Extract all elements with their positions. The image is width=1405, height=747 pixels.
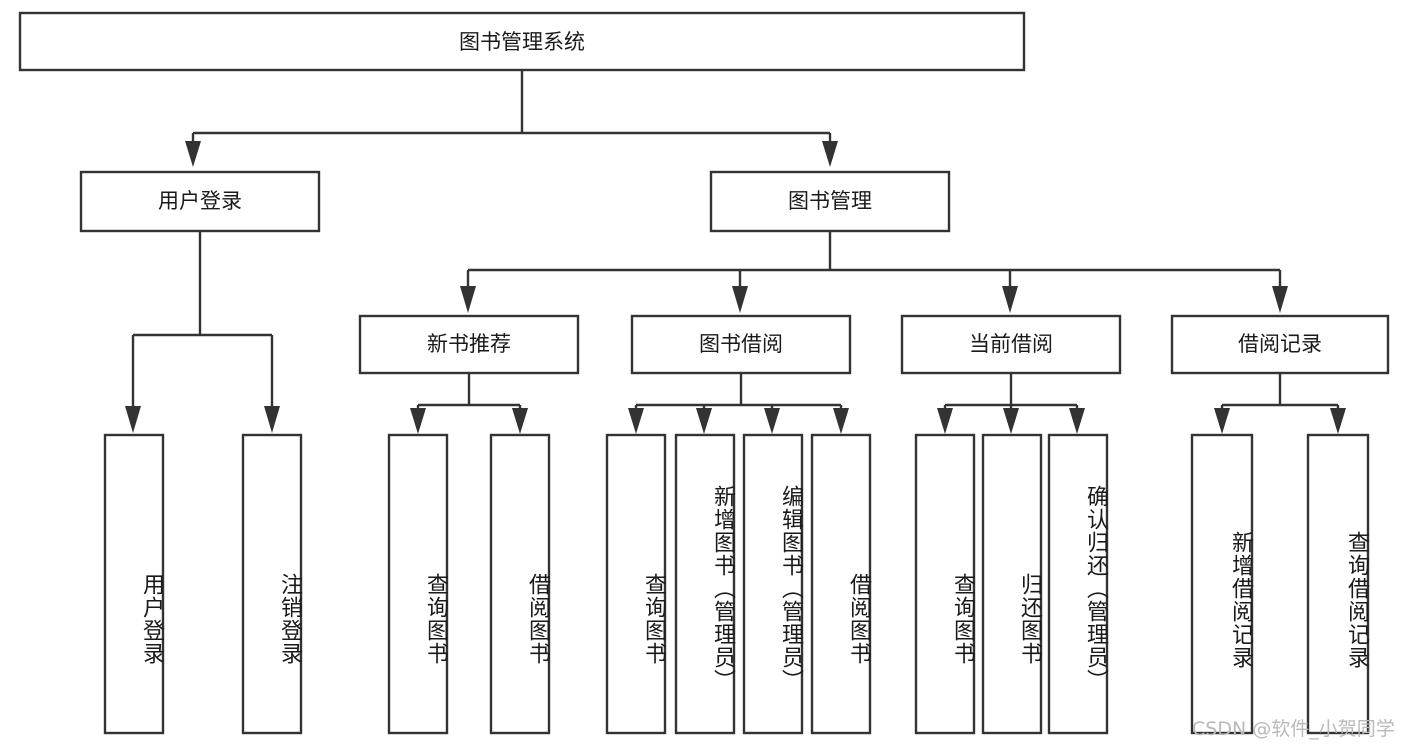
- arrow-head-cb-leaf-1: [937, 408, 953, 434]
- leaf-box-book-borrow-2[interactable]: [674, 433, 736, 735]
- arrow-head-br-leaf-1: [1214, 408, 1230, 434]
- leaf-label-book-borrow-2: 新增图书（管理员）: [710, 484, 735, 692]
- leaf-label-new-book-2: 借阅图书: [525, 573, 550, 665]
- leaf-label-book-borrow-1: 查询图书: [641, 573, 666, 665]
- node-new-book-recommend-label: 新书推荐: [427, 332, 511, 356]
- node-root-label: 图书管理系统: [459, 30, 585, 54]
- leaf-box-book-borrow-3[interactable]: [742, 433, 804, 735]
- node-borrow-record-label: 借阅记录: [1238, 332, 1322, 356]
- csdn-watermark: CSDN @软件_小贺同学: [1192, 718, 1395, 740]
- leaf-box-new-book-2[interactable]: [489, 433, 551, 735]
- node-book-borrow-box[interactable]: [630, 314, 852, 375]
- arrow-head-user-login-leaf-2: [264, 406, 280, 433]
- node-user-login-label: 用户登录: [158, 189, 242, 213]
- arrow-head-bb-leaf-2: [696, 408, 712, 434]
- leaf-label-current-borrow-3: 确认归还（管理员）: [1083, 484, 1108, 692]
- leaf-label-user-login-1: 用户登录: [139, 573, 164, 665]
- arrow-head-bb-leaf-4: [833, 408, 849, 434]
- node-current-borrow-box[interactable]: [900, 314, 1122, 375]
- leaf-label-current-borrow-1: 查询图书: [950, 573, 975, 665]
- leaf-box-book-borrow-1[interactable]: [605, 433, 667, 735]
- arrow-head-br-leaf-2: [1330, 408, 1346, 434]
- node-current-borrow-label: 当前借阅: [969, 332, 1053, 356]
- arrow-head-borrow-record: [1272, 286, 1288, 313]
- arrow-head-user-login-leaf-1: [125, 406, 141, 433]
- node-root-box[interactable]: [18, 11, 1026, 72]
- leaf-label-borrow-record-2: 查询借阅记录: [1344, 531, 1369, 669]
- arrow-head-book-borrow: [732, 286, 748, 313]
- leaf-label-current-borrow-2: 归还图书: [1017, 573, 1042, 665]
- leaf-box-book-borrow-4[interactable]: [810, 433, 872, 735]
- leaf-box-borrow-record-1[interactable]: [1190, 433, 1254, 735]
- arrow-head-nbr-leaf-1: [410, 408, 426, 434]
- leaf-box-user-login-1[interactable]: [103, 433, 165, 735]
- leaf-label-book-borrow-4: 借阅图书: [846, 573, 871, 665]
- leaf-box-new-book-1[interactable]: [387, 433, 449, 735]
- arrow-head-current-borrow: [1002, 286, 1018, 313]
- leaf-box-user-login-2[interactable]: [241, 433, 303, 735]
- leaf-box-current-borrow-2[interactable]: [981, 433, 1043, 735]
- node-book-borrow-label: 图书借阅: [699, 332, 783, 356]
- arrow-head-cb-leaf-3: [1069, 408, 1085, 434]
- leaf-box-current-borrow-1[interactable]: [914, 433, 976, 735]
- arrow-head-cb-leaf-2: [1003, 408, 1019, 434]
- arrow-head-nbr-leaf-2: [512, 408, 528, 434]
- node-new-book-recommend-box[interactable]: [358, 314, 580, 375]
- leaf-label-user-login-2: 注销登录: [277, 573, 302, 665]
- arrow-head-bb-leaf-3: [764, 408, 780, 434]
- arrow-head-bb-leaf-1: [628, 408, 644, 434]
- leaf-label-new-book-1: 查询图书: [423, 573, 448, 665]
- node-book-management-label: 图书管理: [788, 189, 872, 213]
- arrow-head-to-user-login: [185, 141, 201, 167]
- leaf-label-book-borrow-3: 编辑图书（管理员）: [778, 484, 803, 692]
- arrow-head-new-book-recommend: [460, 286, 476, 313]
- leaf-label-borrow-record-1: 新增借阅记录: [1228, 531, 1253, 669]
- leaf-box-borrow-record-2[interactable]: [1306, 433, 1370, 735]
- arrow-head-to-book-management: [822, 141, 838, 167]
- leaf-box-current-borrow-3[interactable]: [1047, 433, 1109, 735]
